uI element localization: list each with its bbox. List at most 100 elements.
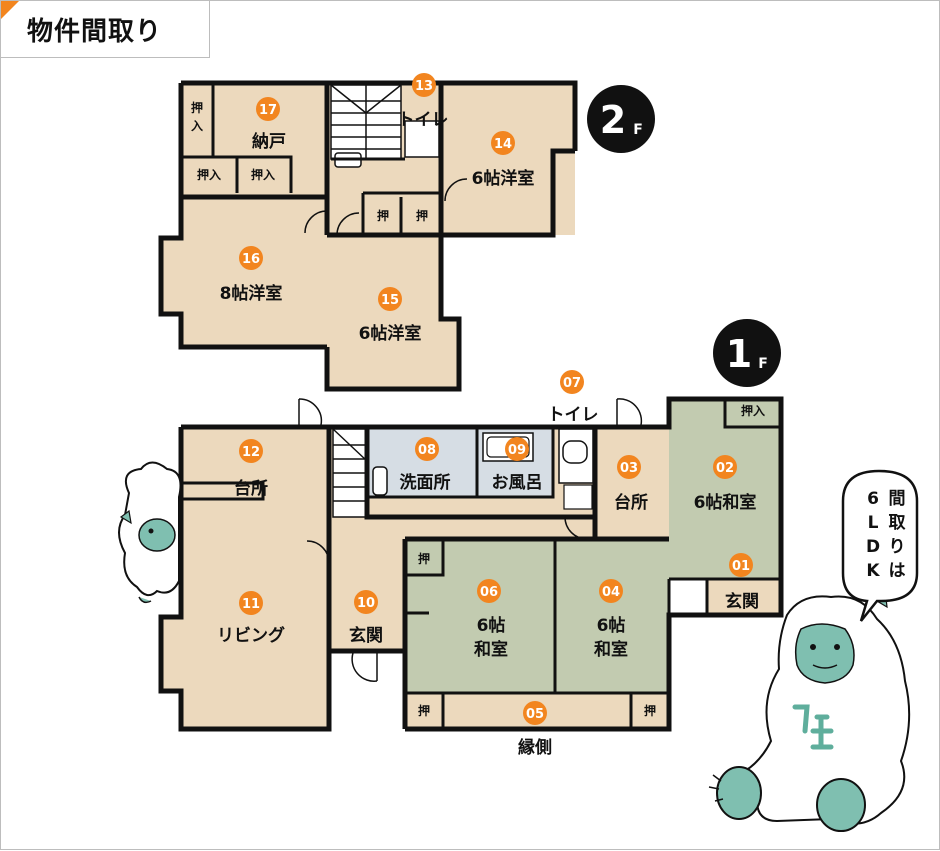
closet-17b-label: 押入 bbox=[197, 167, 221, 182]
room-15-floor bbox=[327, 235, 441, 389]
room-01-label: 玄関 bbox=[725, 591, 759, 612]
room-06-number: 06 bbox=[480, 585, 498, 600]
toilet-2f-fixture bbox=[404, 120, 440, 158]
speech-char-8: K bbox=[866, 561, 880, 581]
floor-badge-1f: 1 F bbox=[713, 319, 781, 387]
room-10: 10 玄関 bbox=[349, 590, 383, 646]
room-11-label: リビング bbox=[217, 625, 285, 646]
first-floor: 押入 押 押 押 12 台所 11 リビング 10 玄関 08 bbox=[158, 319, 784, 758]
room-08-number: 08 bbox=[418, 443, 436, 458]
page-title: 物件間取り bbox=[27, 17, 163, 47]
speech-char-7: D bbox=[866, 537, 880, 557]
room-09-label: お風呂 bbox=[492, 473, 543, 493]
room-09: 09 お風呂 bbox=[492, 437, 543, 493]
room-07: 07 トイレ bbox=[548, 370, 599, 425]
room-12-label: 台所 bbox=[234, 478, 268, 499]
storage-1f bbox=[563, 484, 593, 510]
stairs-1f bbox=[332, 428, 368, 518]
washbasin bbox=[372, 466, 388, 496]
room-03-label: 台所 bbox=[614, 492, 648, 513]
room-10-number: 10 bbox=[357, 596, 375, 611]
room-04: 04 6帖 和室 bbox=[594, 579, 628, 660]
room-15: 15 6帖洋室 bbox=[359, 287, 422, 344]
room-06: 06 6帖 和室 bbox=[474, 579, 508, 660]
bathtub-inner bbox=[486, 436, 530, 458]
toilet-1f-fixture bbox=[562, 440, 588, 464]
floor-badge-1f-suffix: F bbox=[758, 356, 768, 372]
room-05: 05 縁側 bbox=[518, 701, 552, 758]
speech-bubble: 間 取 り は 6 L D K bbox=[841, 469, 919, 622]
room-15-label: 6帖洋室 bbox=[359, 323, 422, 344]
room-12: 12 台所 bbox=[234, 439, 268, 499]
closet-15a-label: 押 bbox=[377, 208, 389, 223]
walls-1f bbox=[158, 396, 784, 732]
speech-char-5: 6 bbox=[867, 489, 879, 509]
floor-badge-2f-suffix: F bbox=[633, 122, 643, 138]
closet-15b-label: 押 bbox=[416, 208, 428, 223]
doors-1f bbox=[298, 398, 643, 682]
room-02-label: 6帖和室 bbox=[694, 492, 757, 513]
room-05-label: 縁側 bbox=[518, 737, 552, 758]
room-05-number: 05 bbox=[526, 707, 544, 722]
room-15-number: 15 bbox=[381, 293, 399, 308]
speech-char-2: 取 bbox=[889, 513, 906, 533]
room-17-number: 17 bbox=[259, 103, 277, 118]
room-01-number: 01 bbox=[732, 559, 750, 574]
bay-window-11 bbox=[161, 617, 183, 691]
floor-badge-1f-number: 1 bbox=[726, 332, 752, 376]
title-corner-accent bbox=[1, 1, 19, 19]
room-15-alcove bbox=[441, 319, 459, 389]
room-16: 16 8帖洋室 bbox=[220, 246, 283, 304]
room-11-number: 11 bbox=[242, 597, 260, 612]
room-17-16-floor bbox=[181, 83, 327, 347]
room-06-label1: 6帖 bbox=[477, 615, 506, 636]
floor-badge-2f-number: 2 bbox=[600, 98, 626, 142]
room-13-label: トイレ bbox=[398, 110, 449, 130]
speech-char-3: り bbox=[889, 537, 906, 557]
room-17: 17 納戸 bbox=[252, 97, 286, 152]
room-01-floor bbox=[707, 579, 781, 615]
room-04-number: 04 bbox=[602, 585, 620, 600]
room-14: 14 6帖洋室 bbox=[472, 131, 535, 189]
room-06-label2: 和室 bbox=[474, 639, 508, 660]
mascot-left bbox=[118, 461, 182, 604]
closet-17a-label1: 押 bbox=[191, 100, 203, 115]
room-02-floor bbox=[669, 399, 781, 579]
room-13-number: 13 bbox=[415, 79, 433, 94]
second-floor: 押 入 押入 押入 押 押 17 納戸 16 8帖洋室 13 トイレ bbox=[158, 73, 655, 392]
room-16-number: 16 bbox=[242, 252, 260, 267]
room-14-label: 6帖洋室 bbox=[472, 168, 535, 189]
room-07-label: トイレ bbox=[548, 405, 599, 425]
room-04-floor bbox=[555, 539, 669, 693]
closet-02-label: 押入 bbox=[741, 403, 765, 418]
stairs-2f bbox=[330, 84, 402, 160]
room-16-label: 8帖洋室 bbox=[220, 283, 283, 304]
room-10-label: 玄関 bbox=[349, 625, 383, 646]
room-11-12-floor bbox=[181, 427, 329, 727]
room-03-floor bbox=[595, 427, 669, 539]
mascot-right bbox=[708, 587, 911, 832]
room-12-number: 12 bbox=[242, 445, 260, 460]
room-06-floor bbox=[405, 539, 555, 693]
doors-2f bbox=[304, 178, 468, 236]
room-07-number: 07 bbox=[563, 376, 581, 391]
room-03-number: 03 bbox=[620, 461, 638, 476]
speech-char-1: 間 bbox=[889, 489, 906, 509]
room-08: 08 洗面所 bbox=[400, 437, 451, 493]
closet-06-label: 押 bbox=[418, 551, 430, 566]
speech-char-4: は bbox=[889, 561, 906, 581]
interior-walls-1f bbox=[183, 399, 781, 729]
room-11: 11 リビング bbox=[217, 591, 285, 646]
speech-char-6: L bbox=[868, 513, 879, 533]
floor-badge-2f: 2 F bbox=[587, 85, 655, 153]
room-02: 02 6帖和室 bbox=[694, 455, 757, 513]
interior-walls-2f bbox=[181, 83, 443, 235]
room-03: 03 台所 bbox=[614, 455, 648, 513]
room-09-number: 09 bbox=[508, 443, 526, 458]
bay-window-16 bbox=[161, 238, 183, 314]
closet-17a-label2: 入 bbox=[191, 119, 203, 133]
room-02-number: 02 bbox=[716, 461, 734, 476]
room-04-label2: 和室 bbox=[594, 639, 628, 660]
